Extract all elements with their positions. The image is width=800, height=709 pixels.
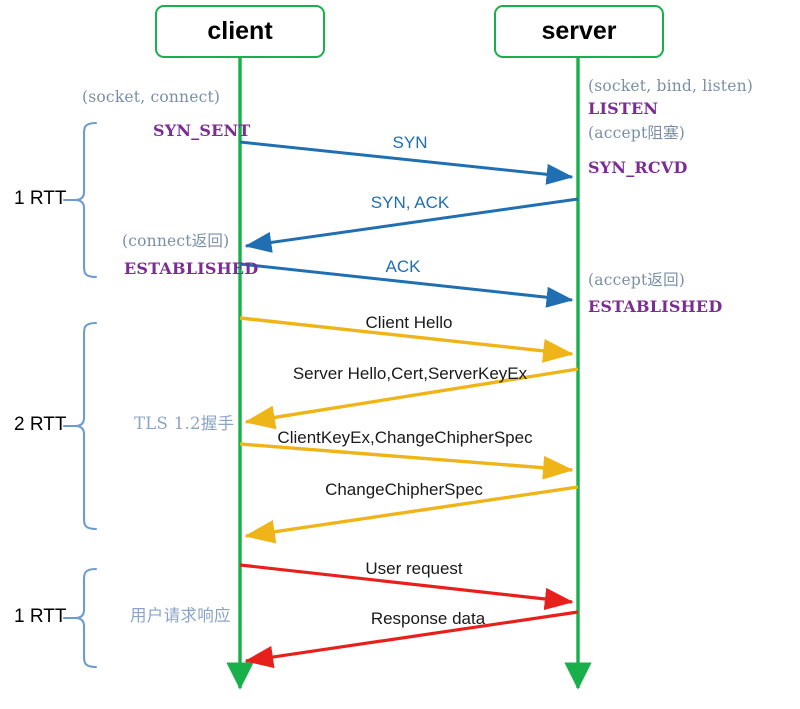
client-syscall-socket-connect: (socket, connect) <box>82 88 221 106</box>
rtt-label-tls: 2 RTT <box>14 414 67 435</box>
server-syscall-accept-block: (accept阻塞) <box>588 124 686 142</box>
arrow-response-data <box>244 610 579 669</box>
message-label-ack: ACK <box>385 257 421 276</box>
actor-label-client: client <box>207 17 273 45</box>
rtt-label-http: 1 RTT <box>14 606 67 627</box>
brace-tls <box>62 321 98 531</box>
brace-http <box>62 567 98 669</box>
client-syscall-connect-return: (connect返回) <box>122 232 230 250</box>
phase-label-http: 用户请求响应 <box>130 606 231 625</box>
arrow-user-request <box>239 563 574 611</box>
arrow-ack <box>239 262 574 308</box>
server-syscall-accept-return: (accept返回) <box>588 271 686 289</box>
arrow-syn <box>239 140 574 185</box>
arrow-server-hello <box>244 367 579 430</box>
actor-box-client[interactable]: client <box>155 5 325 58</box>
actor-box-server[interactable]: server <box>494 5 664 58</box>
phase-label-tls: TLS 1.2握手 <box>134 414 235 433</box>
message-label-syn: SYN <box>392 133 428 152</box>
message-label-syn-ack: SYN, ACK <box>370 193 450 212</box>
client-state-established: ESTABLISHED <box>124 259 259 278</box>
server-state-syn-rcvd: SYN_RCVD <box>588 158 688 177</box>
arrow-syn-ack <box>244 197 579 253</box>
server-state-established: ESTABLISHED <box>588 297 723 316</box>
message-label-client-hello: Client Hello <box>365 313 453 332</box>
message-label-user-request: User request <box>365 559 463 578</box>
message-label-client-keyex: ClientKeyEx,ChangeChipherSpec <box>277 428 533 447</box>
client-state-syn-sent: SYN_SENT <box>153 121 251 140</box>
arrow-client-keyex <box>239 442 574 480</box>
brace-tcp <box>62 121 98 279</box>
message-label-response-data: Response data <box>370 609 486 628</box>
actor-label-server: server <box>541 17 617 45</box>
message-label-server-hello: Server Hello,Cert,ServerKeyEx <box>292 364 528 383</box>
arrow-change-cipher <box>244 485 579 544</box>
arrow-client-hello <box>239 316 574 363</box>
message-label-change-cipher: ChangeChipherSpec <box>325 480 483 499</box>
rtt-label-tcp: 1 RTT <box>14 188 67 209</box>
server-syscall-socket-bind-listen: (socket, bind, listen) <box>588 77 754 95</box>
server-state-listen: LISTEN <box>588 99 659 118</box>
